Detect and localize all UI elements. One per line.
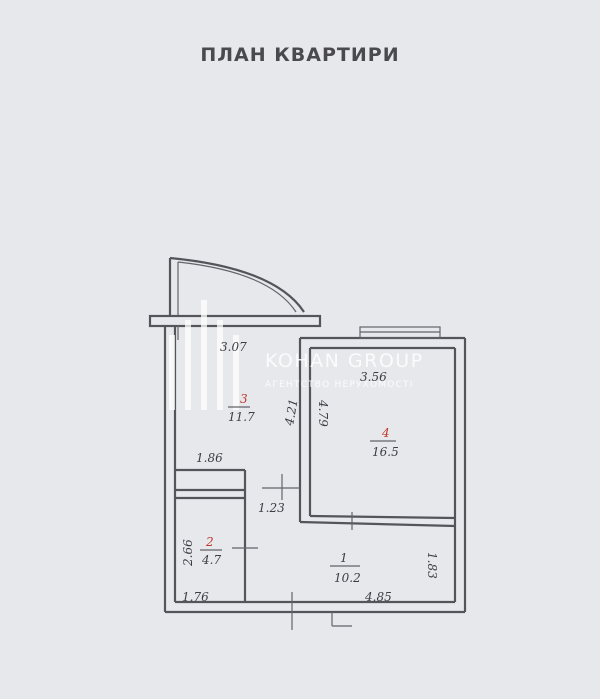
room3-lower-width-label: 1.86 xyxy=(196,451,223,465)
room3-depth-label: 4.21 xyxy=(282,398,301,428)
room2-number: 2 xyxy=(205,535,214,549)
hall-width-label: 4.85 xyxy=(364,590,392,604)
room4-number: 4 xyxy=(381,426,390,440)
door-width-label: 1.23 xyxy=(258,501,285,515)
room4-width-label: 3.56 xyxy=(360,370,387,384)
room2-width-label: 1.76 xyxy=(182,590,209,604)
page-title: ПЛАН КВАРТИРИ xyxy=(200,44,400,66)
room3-area: 11.7 xyxy=(228,410,255,424)
room3-width-label: 3.07 xyxy=(220,340,247,354)
watermark-name: KOHAN GROUP xyxy=(265,350,424,372)
room4-depth-label: 4.79 xyxy=(316,399,330,427)
room4-area: 16.5 xyxy=(372,445,399,459)
room1-area: 10.2 xyxy=(334,571,361,585)
room1-number: 1 xyxy=(340,551,348,565)
room2-area: 4.7 xyxy=(201,553,221,567)
room3-number: 3 xyxy=(240,392,248,406)
room2-height-label: 2.66 xyxy=(181,539,195,567)
watermark-subtitle: АГЕНТСТВО НЕРУХОМОСТІ xyxy=(265,380,414,390)
hall-height-label: 1.83 xyxy=(425,552,439,579)
interior-walls xyxy=(175,325,456,630)
watermark: KOHAN GROUP АГЕНТСТВО НЕРУХОМОСТІ xyxy=(169,300,424,410)
balcony xyxy=(168,256,305,316)
outer-walls xyxy=(148,314,467,614)
kohan-logo-icon xyxy=(169,300,239,410)
